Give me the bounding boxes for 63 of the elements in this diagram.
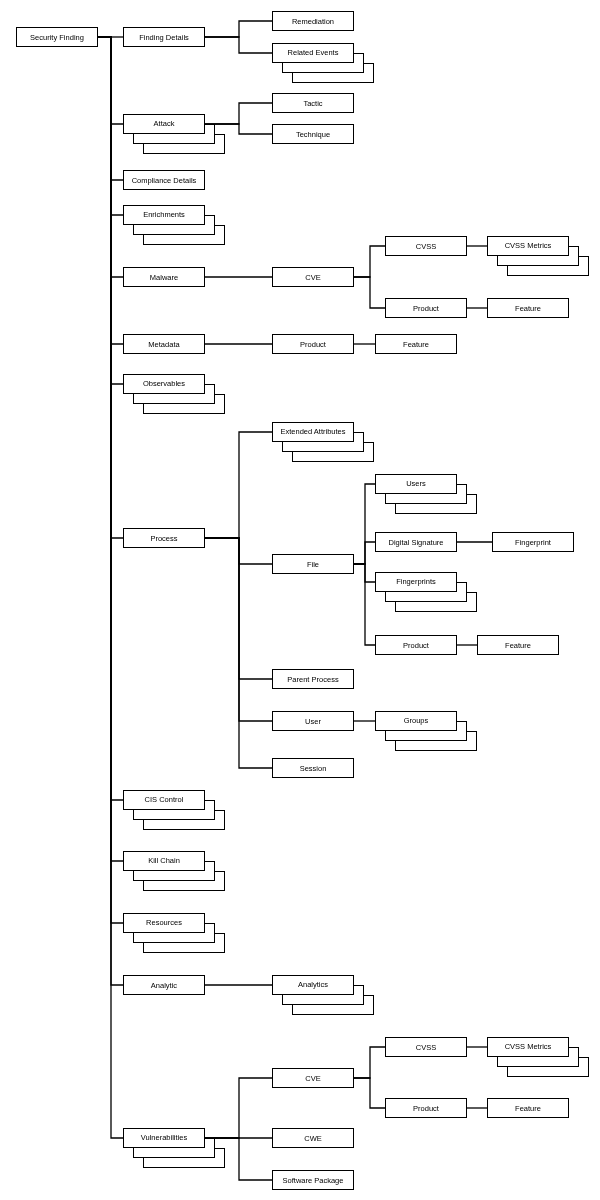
class-box	[272, 93, 354, 113]
tree-connector	[353, 720, 376, 722]
tree-connector	[353, 1077, 386, 1109]
class-box	[123, 528, 205, 548]
class-box	[492, 532, 574, 552]
class-box	[272, 1128, 354, 1148]
tree-connector	[466, 307, 488, 309]
class-box	[385, 1037, 467, 1057]
tree-connector	[204, 123, 273, 135]
tree-connector	[466, 245, 488, 247]
stacked-box-drawing	[123, 790, 225, 830]
class-box	[385, 298, 467, 318]
stacked-box-drawing	[123, 205, 225, 245]
class-box	[272, 124, 354, 144]
class-box	[375, 532, 457, 552]
tree-connector	[353, 563, 376, 646]
tree-connector	[204, 276, 273, 278]
tree-connector	[353, 276, 386, 309]
stacked-box-drawing	[123, 913, 225, 953]
tree-connector	[204, 984, 273, 986]
tree-connector	[353, 343, 376, 345]
stacked-box-drawing	[272, 43, 374, 83]
tree-connector	[204, 343, 273, 345]
stacked-box-drawing	[272, 422, 374, 462]
stacked-box-drawing	[375, 711, 477, 751]
tree-connector	[456, 644, 478, 646]
class-box	[272, 267, 354, 287]
tree-connector	[466, 1107, 488, 1109]
stacked-box-drawing	[123, 851, 225, 891]
class-box	[385, 1098, 467, 1118]
stacked-box-drawing	[487, 1037, 589, 1077]
class-box	[272, 758, 354, 778]
tree-connector	[204, 537, 273, 769]
stacked-box-drawing	[487, 236, 589, 276]
tree-connector	[204, 36, 273, 54]
class-box	[375, 635, 457, 655]
class-box	[385, 236, 467, 256]
stacked-box-drawing	[375, 572, 477, 612]
class-box	[272, 11, 354, 31]
class-box	[487, 1098, 569, 1118]
stacked-box-drawing	[123, 1128, 225, 1168]
class-box	[272, 669, 354, 689]
class-box	[123, 170, 205, 190]
tree-connector	[456, 541, 493, 543]
class-box	[375, 334, 457, 354]
class-box	[123, 975, 205, 995]
class-box	[272, 1170, 354, 1190]
class-box	[487, 298, 569, 318]
class-box	[123, 334, 205, 354]
tree-connector	[466, 1046, 488, 1048]
class-box	[272, 334, 354, 354]
class-box	[16, 27, 98, 47]
stacked-box-drawing	[123, 374, 225, 414]
class-box	[123, 27, 205, 47]
class-box	[477, 635, 559, 655]
tree-connector	[204, 1137, 273, 1181]
stacked-box-drawing	[375, 474, 477, 514]
class-box	[123, 267, 205, 287]
stacked-box-drawing	[272, 975, 374, 1015]
class-box	[272, 711, 354, 731]
class-box	[272, 554, 354, 574]
class-box	[272, 1068, 354, 1088]
stacked-box-drawing	[123, 114, 225, 154]
